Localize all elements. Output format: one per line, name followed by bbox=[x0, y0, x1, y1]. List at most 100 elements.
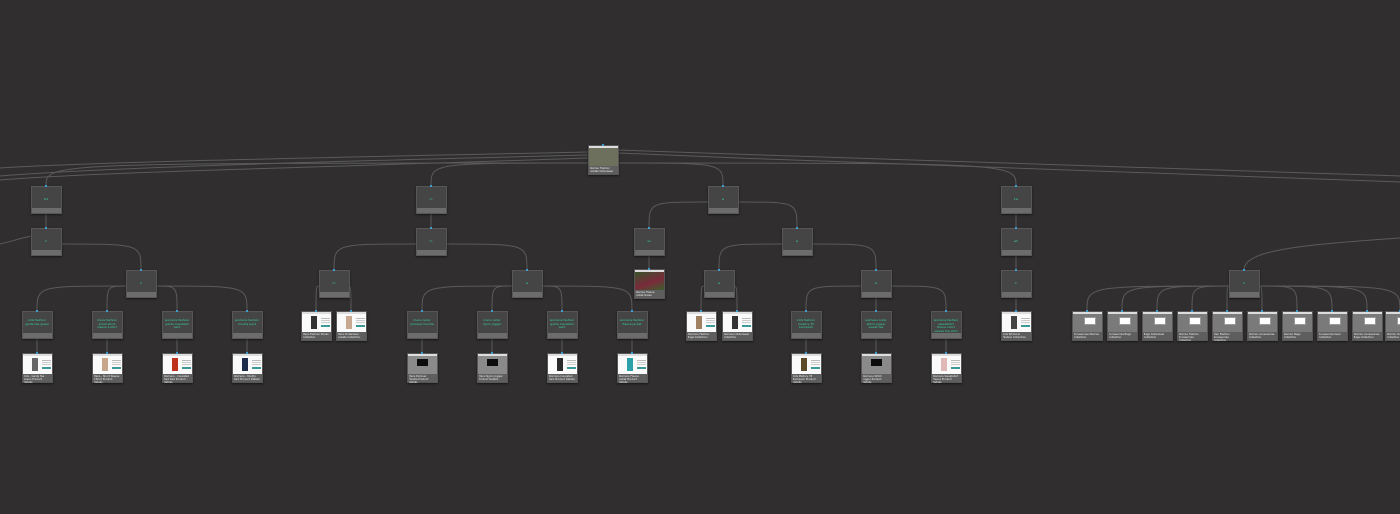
tree-edge bbox=[154, 285, 178, 312]
page-thumbnail bbox=[617, 354, 647, 374]
tree-edge bbox=[718, 243, 784, 271]
page-thumbnail bbox=[477, 354, 507, 374]
query-node[interactable]: w bbox=[781, 228, 813, 256]
tree-edge bbox=[154, 285, 248, 312]
page-node[interactable]: Womens Insulated Pant Product Details bbox=[546, 353, 578, 383]
connector-dot bbox=[1296, 310, 1298, 312]
query-label: kids fashion gents tee green bbox=[25, 318, 49, 326]
page-node[interactable]: Accessories Gear Collection bbox=[1316, 311, 1348, 341]
tree-edge bbox=[889, 285, 947, 312]
page-node[interactable]: Mens - Short Sleeve T-Shirt Product Deta… bbox=[91, 353, 123, 383]
page-node[interactable]: Kids - Gents Tee Green Product Details bbox=[21, 353, 53, 383]
page-node[interactable]: Womens - Moddy Pant Product Details bbox=[231, 353, 263, 383]
product-image bbox=[626, 358, 633, 371]
product-image bbox=[800, 358, 807, 371]
page-node[interactable]: Womens Sweatshirt Fleece Product Details bbox=[930, 353, 962, 383]
query-node[interactable]: womens fashion fleece jacket bbox=[616, 311, 648, 339]
page-node[interactable]: Bags Outerwear Collection bbox=[1141, 311, 1173, 341]
node-footer bbox=[126, 292, 156, 297]
page-node[interactable]: Mens Pullover Hoodie Product Details bbox=[406, 353, 438, 383]
page-node[interactable]: Mens Outerwear Jackets Collection bbox=[335, 311, 367, 341]
page-node[interactable]: Accessories Women Collection bbox=[1071, 311, 1103, 341]
query-label: w bbox=[795, 239, 799, 243]
query-node[interactable]: mens outer pullover hoodie bbox=[406, 311, 438, 339]
query-node[interactable]: womens fashion gents insulated pant bbox=[546, 311, 578, 339]
query-node[interactable]: mens outer nylon jogger bbox=[476, 311, 508, 339]
query-node[interactable]: m bbox=[415, 186, 447, 214]
connector-dot bbox=[805, 310, 807, 312]
page-node[interactable]: Mens Fashion Shoes Collection bbox=[300, 311, 332, 341]
query-node[interactable]: w bbox=[707, 186, 739, 214]
query-node[interactable]: w bbox=[511, 270, 543, 298]
page-node[interactable]: Women Accessories Bags Collection bbox=[1351, 311, 1383, 341]
connector-dot bbox=[945, 310, 947, 312]
tree-edge bbox=[805, 285, 863, 312]
page-node[interactable]: Men Fashion Accessories Collection bbox=[1211, 311, 1243, 341]
connector-dot bbox=[1331, 310, 1333, 312]
query-node[interactable]: kw bbox=[1000, 186, 1032, 214]
page-caption: Women Bags Collection bbox=[1283, 333, 1301, 339]
connector-dot bbox=[333, 269, 335, 271]
query-node[interactable]: w bbox=[860, 270, 892, 298]
query-node[interactable]: k bbox=[125, 270, 157, 298]
query-node[interactable]: k bbox=[1000, 270, 1032, 298]
query-node[interactable]: kids fashion gents tee green bbox=[21, 311, 53, 339]
page-node[interactable]: Women Fleece Jacket Green bbox=[633, 269, 665, 299]
page-thumbnail bbox=[722, 312, 752, 332]
page-node[interactable]: Kids Mallory 35 Backpack Product Details bbox=[790, 353, 822, 383]
tree-edge bbox=[1191, 285, 1231, 312]
page-node[interactable]: Kids Womens Fashion Collection bbox=[1000, 311, 1032, 341]
query-node[interactable]: wk bbox=[1000, 228, 1032, 256]
page-node[interactable]: Mens Nylon Jogger Product Details bbox=[476, 353, 508, 383]
modal-preview bbox=[1363, 317, 1376, 325]
node-footer bbox=[232, 333, 262, 338]
query-node[interactable]: womens fashion sweatshirt fleece short s… bbox=[930, 311, 962, 339]
tree-edge bbox=[421, 285, 514, 312]
connector-dot bbox=[421, 310, 423, 312]
page-node[interactable]: Women Accessories Collection bbox=[1246, 311, 1278, 341]
tree-edge bbox=[618, 149, 1400, 177]
page-node[interactable]: Womens - Insulated Pant Red Product Deta… bbox=[161, 353, 193, 383]
page-node[interactable]: Women Bags Collection bbox=[1281, 311, 1313, 341]
page-caption: Women Accessories Bags Collection bbox=[1353, 333, 1380, 339]
query-label: w bbox=[525, 281, 529, 285]
modal-preview bbox=[1223, 317, 1236, 325]
page-node[interactable]: Women Fashion Jackets Outerwear bbox=[587, 145, 619, 175]
page-caption: Women Fashion Jackets Outerwear bbox=[589, 167, 614, 173]
query-node[interactable]: k bbox=[30, 228, 62, 256]
query-node[interactable]: womens fashion moddy pant bbox=[231, 311, 263, 339]
connector-dot bbox=[430, 227, 432, 229]
query-node[interactable]: w bbox=[703, 270, 735, 298]
node-footer bbox=[931, 333, 961, 338]
page-node[interactable]: Womens Stitch Jogger Product Details bbox=[860, 353, 892, 383]
page-caption: Womens Outerwear Collection bbox=[723, 333, 750, 339]
query-node[interactable]: wi bbox=[633, 228, 665, 256]
connector-dot bbox=[805, 352, 807, 354]
query-node[interactable]: womens fashion gents insulated pant bbox=[161, 311, 193, 339]
query-label: mens fashion small short sleeve t-shirt bbox=[96, 318, 118, 330]
page-node[interactable]: Womens Fleece Jacket Product Details bbox=[616, 353, 648, 383]
query-node[interactable]: kids fashion mallory 35 backpack bbox=[790, 311, 822, 339]
page-node[interactable]: Womens Outerwear Collection bbox=[721, 311, 753, 341]
page-caption: Mens Outerwear Jackets Collection bbox=[337, 333, 361, 339]
query-node[interactable]: m bbox=[318, 270, 350, 298]
page-node[interactable]: Women Outerwear Collection bbox=[1384, 311, 1400, 341]
connector-dot bbox=[36, 352, 38, 354]
page-caption: Women Accessories Collection bbox=[1248, 333, 1275, 339]
query-node[interactable]: womens outer stitch jogger sweat tee bbox=[860, 311, 892, 339]
query-node[interactable]: mens fashion small short sleeve t-shirt bbox=[91, 311, 123, 339]
query-node[interactable]: k bbox=[1228, 270, 1260, 298]
query-node[interactable]: m bbox=[415, 228, 447, 256]
page-thumbnail bbox=[1352, 312, 1382, 332]
connector-dot bbox=[875, 352, 877, 354]
connector-dot bbox=[45, 227, 47, 229]
node-footer bbox=[1001, 250, 1031, 255]
query-node[interactable]: kid bbox=[30, 186, 62, 214]
connector-dot bbox=[1015, 269, 1017, 271]
connector-dot bbox=[796, 227, 798, 229]
page-node[interactable]: Women Fashion Accessories Collection bbox=[1176, 311, 1208, 341]
page-thumbnail bbox=[1282, 312, 1312, 332]
query-label: womens fashion sweatshirt fleece short s… bbox=[933, 318, 959, 333]
page-node[interactable]: Womens Fashion Bags Collection bbox=[685, 311, 717, 341]
page-node[interactable]: Accessories Bags Collection bbox=[1106, 311, 1138, 341]
